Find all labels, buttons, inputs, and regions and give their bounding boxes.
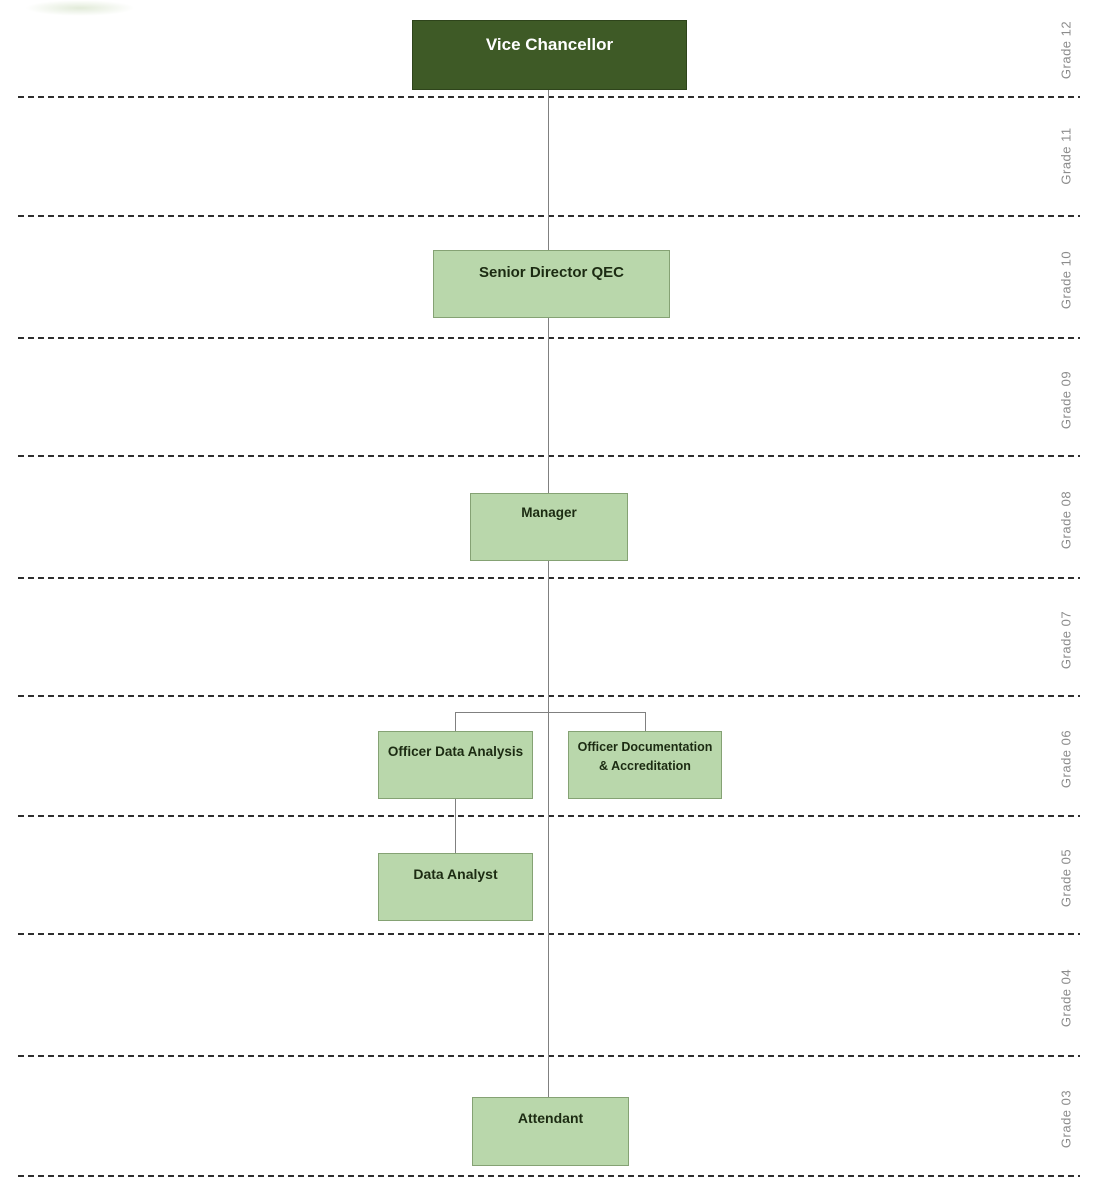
- connector-main-vertical: [548, 90, 549, 1097]
- connector-officers-horizontal: [455, 712, 646, 713]
- grade-label-09: Grade 09: [1058, 370, 1074, 430]
- grade-label-12: Grade 12: [1058, 20, 1074, 80]
- node-manager: Manager: [470, 493, 628, 561]
- faint-smudge-artifact: [25, 0, 135, 16]
- connector-stub-officer-data-analysis: [455, 712, 456, 731]
- node-label: Officer Documentation & Accreditation: [577, 740, 713, 774]
- grade-divider: [18, 815, 1080, 817]
- grade-divider: [18, 1055, 1080, 1057]
- node-label: Attendant: [517, 1110, 584, 1126]
- grade-divider: [18, 337, 1080, 339]
- grade-label-06: Grade 06: [1058, 729, 1074, 789]
- grade-divider: [18, 1175, 1080, 1177]
- node-officer-documentation-accreditation: Officer Documentation & Accreditation: [568, 731, 722, 799]
- node-label: Vice Chancellor: [485, 35, 614, 54]
- node-label: Data Analyst: [413, 866, 498, 882]
- grade-label-11: Grade 11: [1058, 127, 1074, 185]
- node-officer-data-analysis: Officer Data Analysis: [378, 731, 533, 799]
- node-senior-director-qec: Senior Director QEC: [433, 250, 670, 318]
- grade-label-07: Grade 07: [1058, 610, 1074, 670]
- connector-data-analyst: [455, 799, 456, 853]
- grade-divider: [18, 695, 1080, 697]
- connector-stub-officer-documentation: [645, 712, 646, 731]
- grade-label-04: Grade 04: [1058, 968, 1074, 1028]
- grade-divider: [18, 96, 1080, 98]
- node-vice-chancellor: Vice Chancellor: [412, 20, 687, 90]
- grade-divider: [18, 455, 1080, 457]
- grade-label-10: Grade 10: [1058, 250, 1074, 310]
- node-data-analyst: Data Analyst: [378, 853, 533, 921]
- grade-label-05: Grade 05: [1058, 848, 1074, 908]
- grade-label-08: Grade 08: [1058, 490, 1074, 550]
- grade-divider: [18, 933, 1080, 935]
- node-label: Officer Data Analysis: [387, 744, 524, 759]
- node-label: Senior Director QEC: [478, 264, 625, 281]
- grade-label-03: Grade 03: [1058, 1089, 1074, 1149]
- node-label: Manager: [521, 505, 577, 520]
- node-attendant: Attendant: [472, 1097, 629, 1166]
- grade-divider: [18, 215, 1080, 217]
- grade-divider: [18, 577, 1080, 579]
